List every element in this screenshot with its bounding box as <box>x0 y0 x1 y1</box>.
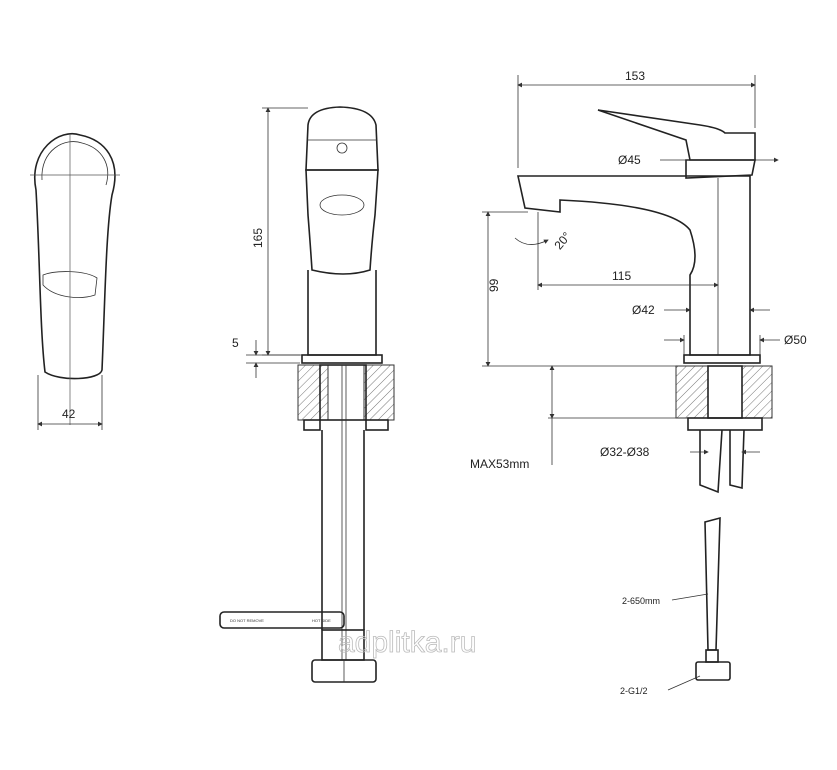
spout-angle-label: 20° <box>551 229 574 252</box>
total-length-label: 153 <box>625 69 645 83</box>
base-height-label: 5 <box>232 336 239 350</box>
body-diameter-label: Ø42 <box>632 303 655 317</box>
spout-height-label: 99 <box>487 278 501 292</box>
front-height-label: 165 <box>251 228 265 248</box>
profile-view: 153 Ø45 20° 115 99 Ø42 Ø50 MAX53mm Ø32-Ø… <box>470 69 807 696</box>
side-width-label: 42 <box>62 407 76 421</box>
max-thickness-label: MAX53mm <box>470 457 529 471</box>
watermark: adplitka.ru <box>338 626 476 659</box>
spout-reach-label: 115 <box>612 269 631 283</box>
warning-tag <box>219 611 345 629</box>
hole-diameter-label: Ø32-Ø38 <box>600 445 650 459</box>
hose-length-label: 2-650mm <box>622 596 660 606</box>
tag-do-not-remove: DO NOT REMOVE <box>230 618 264 623</box>
base-diameter-label: Ø50 <box>784 333 807 347</box>
side-view: 42 <box>30 133 120 430</box>
hose-thread-label: 2-G1/2 <box>620 686 648 696</box>
front-view: DO NOT REMOVE HOT SIDE 165 5 <box>219 106 395 683</box>
tag-hot-side: HOT SIDE <box>312 618 331 623</box>
lever-diameter-label: Ø45 <box>618 153 641 167</box>
